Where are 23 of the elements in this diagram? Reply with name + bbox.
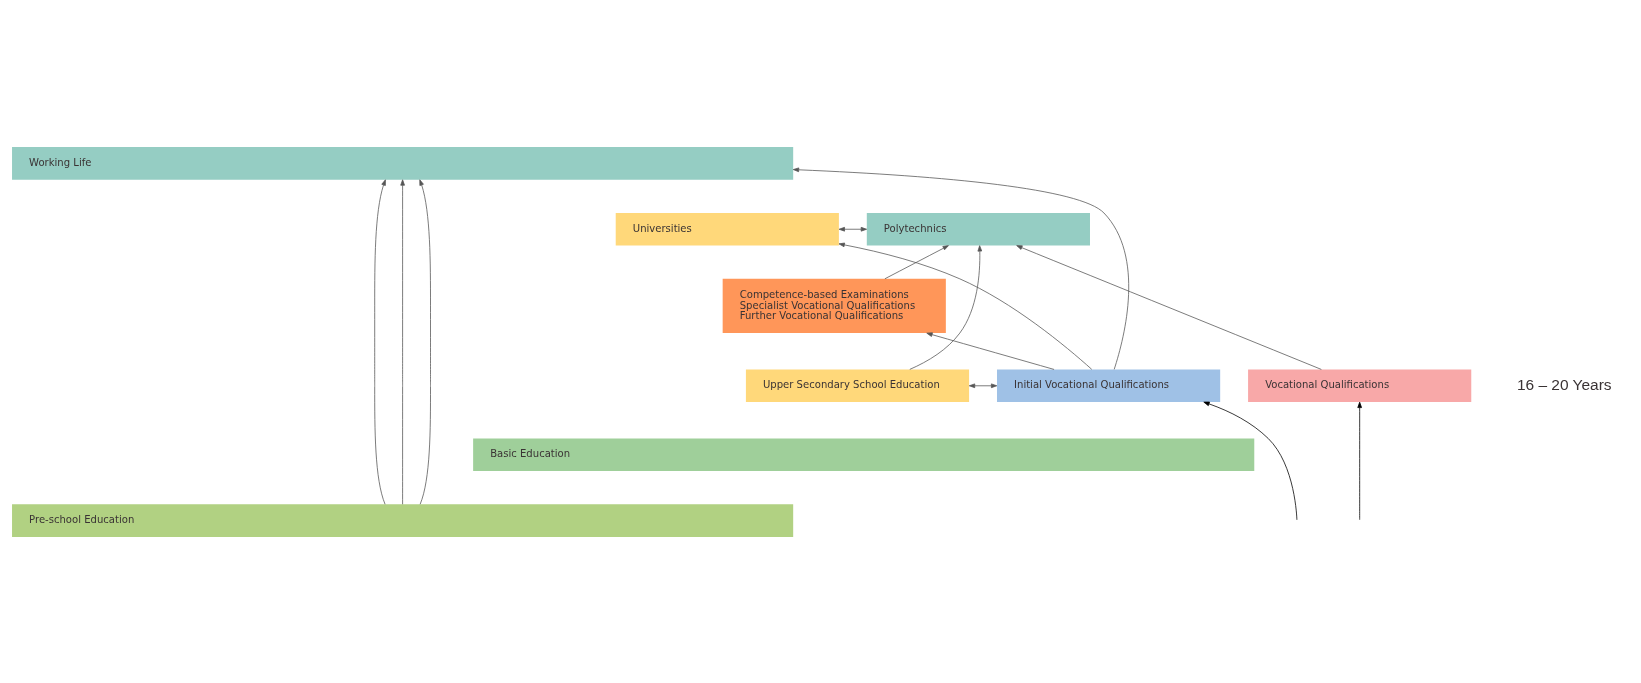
arrow	[792, 167, 1129, 370]
node-box: Initial Vocational Qualifications	[997, 369, 1221, 402]
node-box: Pre-school Education	[12, 503, 794, 537]
node-box: Competence-based Examinations Specialist Vocational Qualifications Further Vocational Qualifications	[722, 278, 946, 333]
arrow	[884, 244, 949, 279]
node-box: Basic Education	[473, 438, 1255, 471]
arrow	[374, 178, 386, 505]
label: 16 – 20 Years	[1516, 375, 1612, 393]
node-box: Upper Secondary School Education	[745, 369, 970, 402]
arrow	[1203, 401, 1298, 520]
node-box: Polytechnics	[866, 212, 1090, 245]
node-box: Working Life	[12, 146, 794, 180]
arrow	[838, 242, 1093, 370]
arrow	[968, 383, 998, 388]
arrow	[838, 226, 867, 232]
arrow	[419, 178, 431, 505]
arrow	[1016, 244, 1322, 370]
node-box: Universities	[615, 212, 839, 245]
node-box: Vocational Qualifications	[1248, 369, 1472, 402]
arrow	[909, 244, 983, 370]
arrow	[926, 331, 1055, 370]
arrow	[400, 178, 405, 505]
arrow	[1357, 401, 1362, 520]
